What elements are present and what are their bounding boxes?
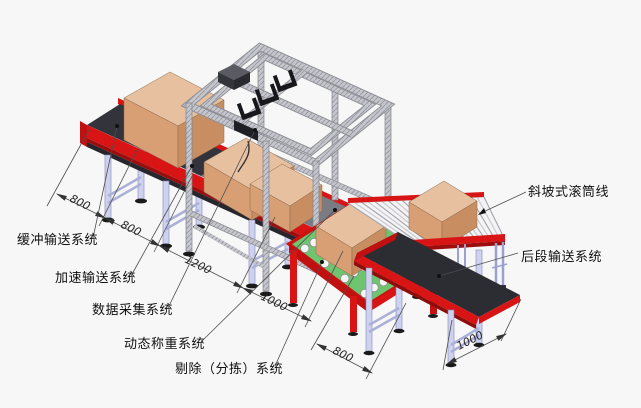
camera-bracket-icon xyxy=(236,97,262,121)
label-accelerate-conveyor: 加速输送系统 xyxy=(55,270,136,286)
front-rail-underside xyxy=(87,142,340,262)
scanner-unit xyxy=(218,64,250,90)
rear-front-rail-shadow xyxy=(354,261,476,329)
leader-dot xyxy=(437,274,441,278)
rear-front-rail xyxy=(354,253,479,325)
label-dynamic-weighing: 动态称重系统 xyxy=(124,336,205,352)
label-rear-conveyor: 后段输送系统 xyxy=(521,249,602,265)
leader-dot xyxy=(320,260,324,264)
rear-left-end-cap xyxy=(354,232,398,261)
label-slope-roller: 斜坡式滚筒线 xyxy=(528,184,609,200)
camera-cable xyxy=(237,140,250,173)
camera-bracket-icon xyxy=(254,83,280,107)
leader-dot xyxy=(333,208,337,212)
label-buffer-conveyor: 缓冲输送系统 xyxy=(17,232,98,248)
leader-dot xyxy=(253,128,257,132)
rear-right-end-cap xyxy=(479,295,520,324)
left-end-cap xyxy=(80,121,87,147)
camera-bracket-icon xyxy=(272,69,298,93)
carton-box xyxy=(408,180,478,250)
leader-dot xyxy=(115,124,119,128)
callout-annotations: 缓冲输送系统 加速输送系统 数据采集系统 动态称重系统 剔除（分拣）系统 斜坡式… xyxy=(17,124,609,377)
label-data-acquisition: 数据采集系统 xyxy=(92,302,173,318)
leader-arrow-icon xyxy=(478,208,486,215)
leader-dot xyxy=(190,164,194,168)
label-reject-sorting: 剔除（分拣）系统 xyxy=(175,362,283,377)
